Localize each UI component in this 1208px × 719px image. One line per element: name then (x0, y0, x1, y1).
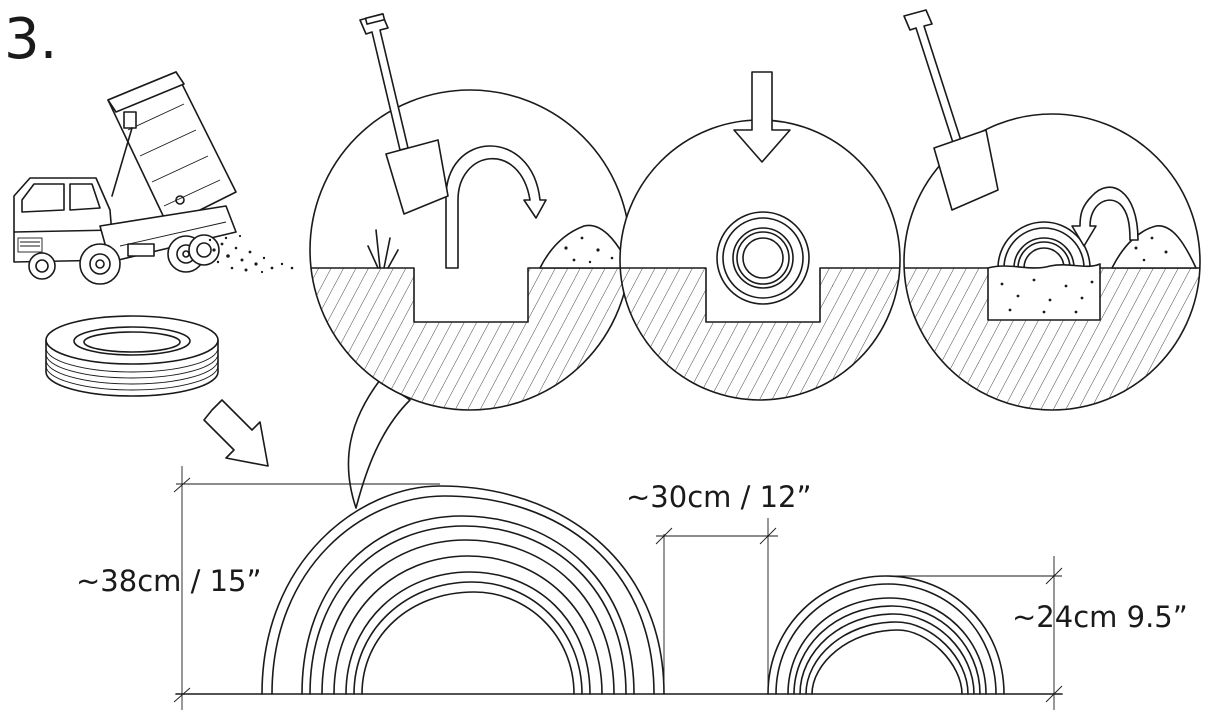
tire-stack-icon (45, 315, 219, 397)
shovel-icon (359, 13, 449, 215)
curved-arrow-icon (1071, 186, 1139, 247)
step-number: 3. (4, 7, 57, 72)
tire-size-diagram (173, 466, 1063, 710)
curved-arrow-icon (445, 145, 547, 269)
down-arrow-icon (733, 71, 791, 163)
place-tire-bubble (619, 71, 901, 401)
tire-spacing-label: ~30cm / 12” (626, 480, 812, 514)
small-tire-height-label: ~24cm 9.5” (1012, 600, 1188, 634)
large-tire-height-label: ~38cm / 15” (76, 564, 262, 598)
dig-trench-bubble (309, 89, 631, 509)
arrow-to-tires-icon (203, 399, 269, 467)
dump-truck-icon (13, 71, 294, 285)
shovel-icon (903, 9, 999, 211)
